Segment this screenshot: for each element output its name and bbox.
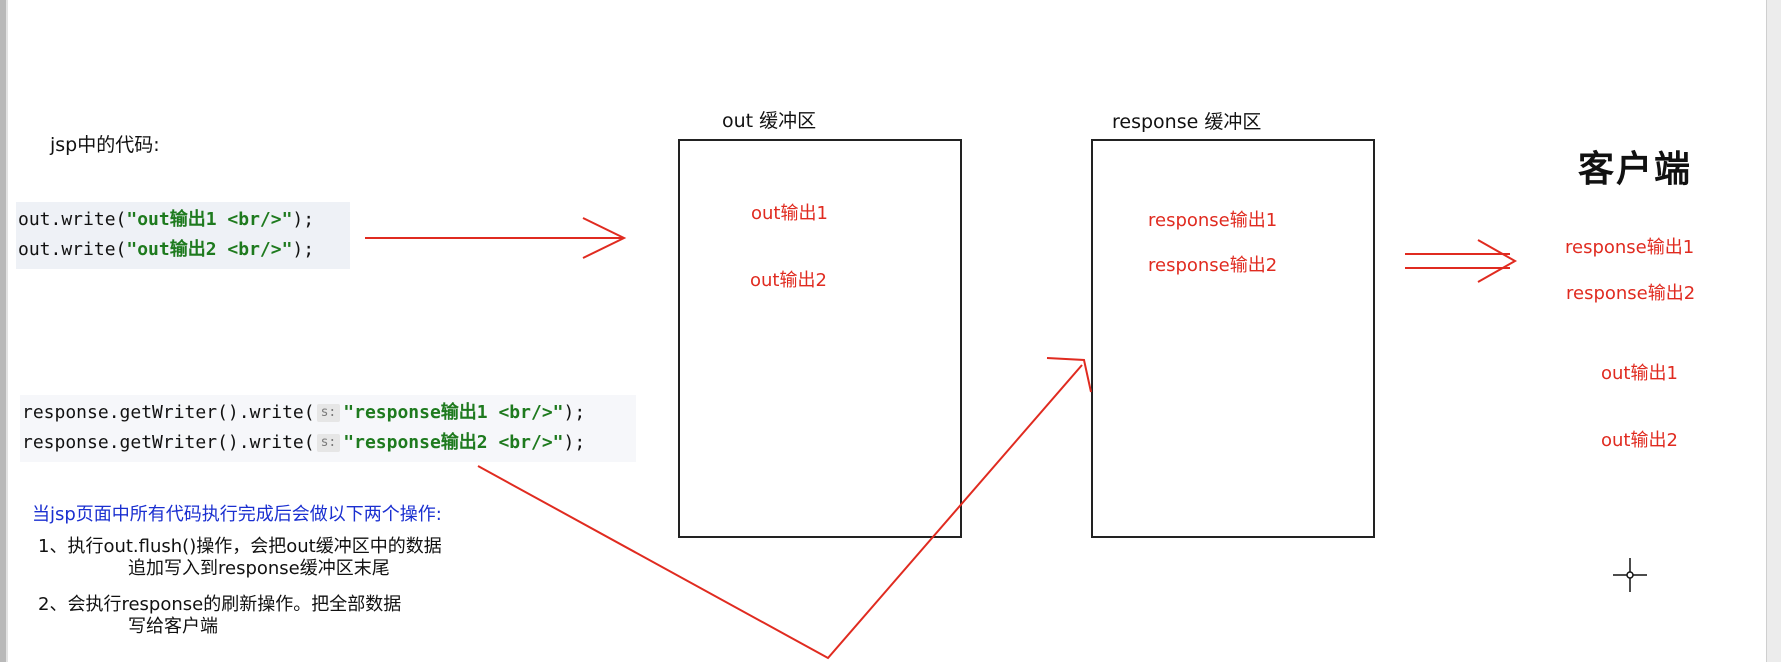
note-step2-line2: 写给客户端: [128, 616, 218, 637]
out-buffer-item-1: out输出1: [751, 203, 828, 224]
out-code-line-1: out.write("out输出1 <br/>");: [18, 205, 340, 235]
note-step2-line1: 2、会执行response的刷新操作。把全部数据: [38, 594, 402, 615]
out-buffer-item-2: out输出2: [750, 270, 827, 291]
response-buffer-title: response 缓冲区: [1112, 111, 1262, 133]
note-step1-line1: 1、执行out.flush()操作，会把out缓冲区中的数据: [38, 536, 442, 557]
notes-heading: 当jsp页面中所有代码执行完成后会做以下两个操作:: [32, 504, 442, 525]
code-suffix: );: [563, 432, 586, 453]
param-hint: s:: [316, 404, 341, 422]
param-hint: s:: [316, 434, 341, 452]
out-code-block: out.write("out输出1 <br/>"); out.write("ou…: [16, 202, 350, 269]
left-window-edge: [0, 0, 6, 662]
response-code-block: response.getWriter().write(s:"response输出…: [20, 395, 636, 462]
response-code-line-1: response.getWriter().write(s:"response输出…: [22, 398, 626, 428]
arrow-out-to-buffer: [365, 217, 627, 259]
code-string: "response输出1 <br/>": [343, 402, 564, 423]
crosshair-cursor-icon: [1613, 558, 1647, 592]
code-suffix: );: [292, 239, 315, 260]
response-buffer-box: response输出1 response输出2: [1091, 139, 1375, 538]
code-string: "response输出2 <br/>": [343, 432, 564, 453]
code-suffix: );: [563, 402, 586, 423]
code-call: response.getWriter().write(: [22, 432, 315, 453]
out-code-line-2: out.write("out输出2 <br/>");: [18, 235, 340, 265]
client-item-3: out输出1: [1601, 363, 1678, 384]
code-string: "out输出2 <br/>": [126, 239, 293, 260]
out-buffer-box: out输出1 out输出2: [678, 139, 962, 538]
scrollbar[interactable]: [1766, 0, 1781, 662]
code-call: out.write(: [18, 209, 127, 230]
arrow-response-to-buffer: [477, 357, 1092, 660]
code-call: response.getWriter().write(: [22, 402, 315, 423]
client-item-4: out输出2: [1601, 430, 1678, 451]
note-step1-line2: 追加写入到response缓冲区末尾: [128, 558, 390, 579]
response-buffer-item-2: response输出2: [1148, 255, 1278, 276]
response-buffer-item-1: response输出1: [1148, 210, 1278, 231]
code-caption: jsp中的代码:: [50, 134, 160, 156]
out-buffer-title: out 缓冲区: [722, 110, 817, 132]
client-title: 客户端: [1578, 148, 1693, 190]
code-string: "out输出1 <br/>": [126, 209, 293, 230]
client-item-2: response输出2: [1566, 283, 1696, 304]
code-suffix: );: [292, 209, 315, 230]
arrow-buffer-to-client: [1405, 239, 1518, 283]
code-call: out.write(: [18, 239, 127, 260]
left-window-edge-inner: [6, 0, 8, 662]
client-item-1: response输出1: [1565, 237, 1695, 258]
response-code-line-2: response.getWriter().write(s:"response输出…: [22, 428, 626, 458]
